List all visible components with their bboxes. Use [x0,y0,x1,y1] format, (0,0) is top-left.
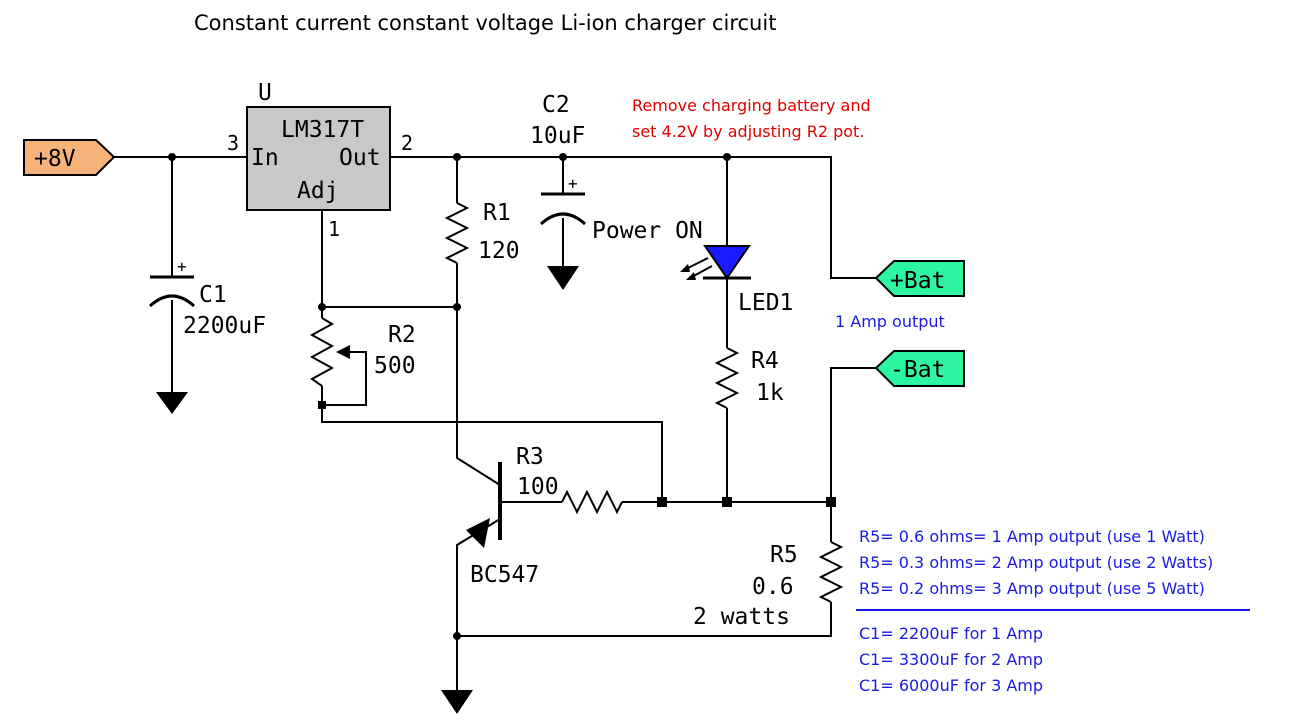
junction-square [318,401,326,409]
r5-value: 0.6 [752,574,794,600]
bat-pos-label: +Bat [890,268,945,294]
junction-dot [559,153,567,161]
c1-table-row: C1= 3300uF for 2 Amp [859,650,1043,669]
led1: Power ON LED1 [592,218,793,316]
junction-dot [318,303,326,311]
wire-r2-bottom [321,386,663,502]
r2-wiper-arrow [336,345,350,359]
input-port-shape [23,139,116,176]
wire-r2-wiper [322,351,367,406]
input-port-label: +8V [34,146,76,172]
junction-dot [453,632,461,640]
led-label: Power ON [592,218,703,244]
regulator-part: LM317T [281,117,364,143]
r4-ref: R4 [751,348,779,374]
adjust-note-line: set 4.2V by adjusting R2 pot. [632,122,864,141]
c1-plate-negative [148,294,196,308]
wire-adj-node [321,210,457,308]
diagram-title: Constant current constant voltage Li-ion… [194,11,776,35]
regulator-pin-out: Out [339,145,381,171]
junction-square [657,497,667,507]
capacitor-c2: + C2 10uF [530,92,587,290]
c1-ref: C1 [199,282,227,308]
junction-dot [168,153,176,161]
regulator-ref: U [258,80,272,106]
c1-polarity: + [177,257,187,276]
r3-ref: R3 [516,444,544,470]
transistor-bc547: BC547 [466,462,539,588]
c1-ground-icon [156,392,188,414]
lm317-regulator: U LM317T In Out Adj 3 2 1 [227,80,413,241]
resistor-r3: R3 100 [516,444,623,515]
c2-value: 10uF [530,123,585,149]
junction-square [722,497,732,507]
resistor-r4: R4 1k [714,347,784,409]
r4-value: 1k [756,380,784,406]
bat-neg-label: -Bat [890,357,945,383]
potentiometer-r2: R2 500 [309,317,416,387]
transistor-emitter-arrow [466,518,490,548]
wire-neg-bat [830,367,876,502]
r5-zigzag [818,541,844,603]
c2-ref: C2 [542,92,570,118]
r5-table: R5= 0.6 ohms= 1 Amp output (use 1 Watt) … [859,527,1213,598]
r2-ref: R2 [388,322,416,348]
led-ray-arrow [680,264,690,272]
r5-table-row: R5= 0.2 ohms= 3 Amp output (use 5 Watt) [859,579,1205,598]
transistor-part: BC547 [470,562,539,588]
bat-pos-shape [874,260,965,297]
r2-value: 500 [374,353,416,379]
regulator-pin-in: In [251,145,279,171]
c1-table-row: C1= 6000uF for 3 Amp [859,676,1043,695]
r5-table-row: R5= 0.3 ohms= 2 Amp output (use 2 Watts) [859,553,1213,572]
adjust-note-line: Remove charging battery and [632,96,871,115]
c2-polarity: + [568,174,578,193]
r1-zigzag [444,202,470,264]
regulator-pin-in-number: 3 [227,131,239,155]
resistor-r5: R5 0.6 2 watts [693,541,844,630]
wire-output-rail [390,156,876,279]
junctions [168,153,836,640]
c1-value: 2200uF [183,313,266,339]
output-note: 1 Amp output [835,312,945,331]
adjust-note: Remove charging battery and set 4.2V by … [632,96,871,141]
ground-icon [441,690,473,714]
regulator-pin-adj: Adj [297,178,339,204]
junction-square [826,497,836,507]
led-triangle [703,245,751,280]
c2-plate-negative [539,212,587,226]
wire-r1-to-collector [456,263,501,486]
r5-ref: R5 [770,542,798,568]
r5-power: 2 watts [693,604,790,630]
junction-dot [453,303,461,311]
c1-table-row: C1= 2200uF for 1 Amp [859,624,1043,643]
led-ray-arrow [686,272,696,280]
wire-r5-bottom [457,602,832,637]
c1-table: C1= 2200uF for 1 Amp C1= 3300uF for 2 Am… [859,624,1043,695]
r2-zigzag [309,317,335,387]
capacitor-c1: + C1 2200uF [148,257,266,414]
c2-ground-icon [547,266,579,290]
r1-ref: R1 [483,200,511,226]
r3-value: 100 [517,474,559,500]
bat-pos-port: +Bat [874,260,965,297]
input-port: +8V [23,139,116,176]
r4-zigzag [714,347,740,409]
regulator-pin-adj-number: 1 [328,217,340,241]
resistor-r1: R1 120 [444,200,520,264]
r3-zigzag [561,489,623,515]
led-ref: LED1 [738,290,793,316]
bat-neg-shape [874,350,965,387]
regulator-body [246,106,391,211]
bat-neg-port: -Bat [874,350,965,387]
r5-table-row: R5= 0.6 ohms= 1 Amp output (use 1 Watt) [859,527,1205,546]
junction-dot [723,153,731,161]
r1-value: 120 [478,238,520,264]
junction-dot [453,153,461,161]
regulator-pin-out-number: 2 [401,131,413,155]
wire-emitter [456,518,501,690]
